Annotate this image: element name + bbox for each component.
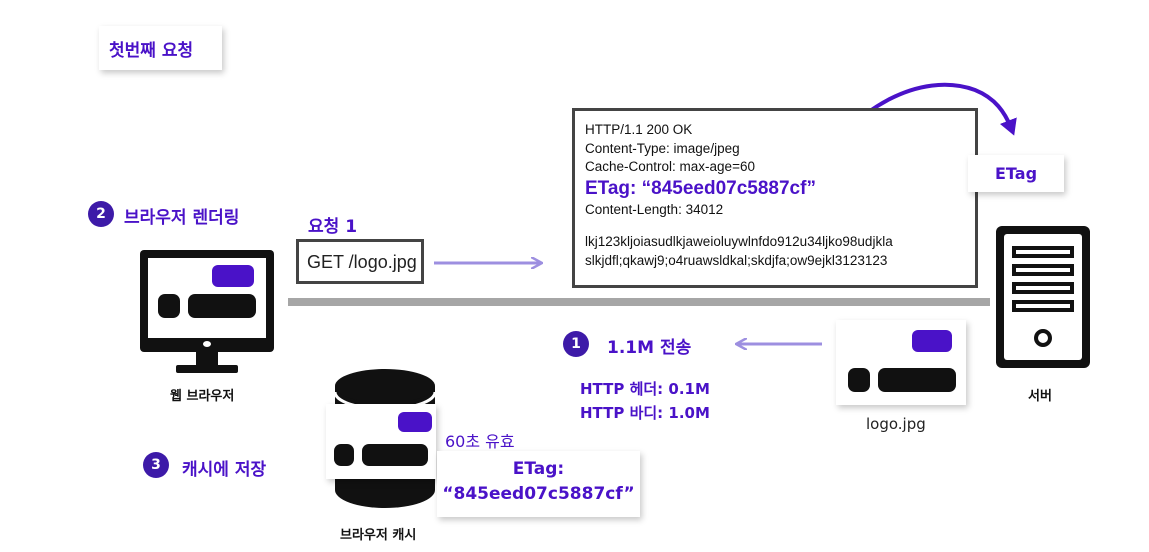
response-content-type: Content-Type: image/jpeg <box>585 140 740 156</box>
server-slot-2 <box>1012 264 1074 276</box>
monitor-stand-neck <box>196 352 218 366</box>
screen-badge-shape <box>212 265 254 287</box>
file-card <box>836 320 966 405</box>
cache-caption: 브라우저 캐시 <box>340 528 417 543</box>
request-line: GET /logo.jpg <box>307 252 417 272</box>
monitor-led <box>203 341 211 347</box>
cache-etag-line-1: ETag: <box>512 459 565 479</box>
monitor-screen <box>148 258 266 338</box>
response-body-line-2: slkjdfl;qkawj9;o4ruawsldkal;skdjfa;ow9ej… <box>585 252 888 268</box>
request-caption: 요청 1 <box>308 217 358 237</box>
cached-bar-shape <box>362 444 428 466</box>
cache-etag-line-2: “845eed07c5887cf” <box>442 484 635 504</box>
server-caption: 서버 <box>1028 389 1052 404</box>
body-size: HTTP 바디: 1.0M <box>580 404 710 422</box>
file-badge-shape <box>912 330 952 352</box>
header-size: HTTP 헤더: 0.1M <box>580 380 710 398</box>
server-etag-card: ETag <box>968 155 1064 192</box>
step-label-cache: 캐시에 저장 <box>182 460 267 480</box>
screen-dot-shape <box>158 294 180 318</box>
response-status: HTTP/1.1 200 OK <box>585 122 693 137</box>
response-content: HTTP/1.1 200 OK Content-Type: image/jpeg… <box>585 121 893 270</box>
file-bar-shape <box>878 368 956 392</box>
server-tower <box>996 226 1090 368</box>
browser-caption: 웹 브라우저 <box>170 389 235 404</box>
response-etag: ETag: “845eed07c5887cf” <box>585 177 816 199</box>
response-box: HTTP/1.1 200 OK Content-Type: image/jpeg… <box>572 108 978 288</box>
server-etag-label: ETag <box>995 164 1038 183</box>
server-face <box>1004 234 1082 360</box>
cached-badge-shape <box>398 412 432 432</box>
response-body-line-1: lkj123kljoiasudlkjaweioluywlnfdo912u34lj… <box>585 234 893 249</box>
step-badge-2: 2 <box>88 201 114 227</box>
network-line <box>288 298 990 306</box>
validity-label: 60초 유효 <box>445 432 515 451</box>
file-caption: logo.jpg <box>866 415 926 433</box>
request-box: GET /logo.jpg <box>296 239 424 284</box>
response-cache-control: Cache-Control: max-age=60 <box>585 159 755 174</box>
screen-bar-shape <box>188 294 256 318</box>
step-label-render: 브라우저 렌더링 <box>124 208 240 228</box>
server-slot-4 <box>1012 300 1074 312</box>
cached-dot-shape <box>334 444 354 466</box>
monitor-icon <box>140 250 274 352</box>
server-slot-3 <box>1012 282 1074 294</box>
title-card: 첫번째 요청 <box>99 26 222 70</box>
server-power-icon <box>1034 329 1052 347</box>
cached-file-card <box>326 404 436 479</box>
step-badge-1: 1 <box>563 331 589 357</box>
file-dot-shape <box>848 368 870 392</box>
step-badge-3: 3 <box>143 452 169 478</box>
response-content-length: Content-Length: 34012 <box>585 201 724 217</box>
cache-etag-card: ETag: “845eed07c5887cf” <box>437 451 640 517</box>
server-slot-1 <box>1012 246 1074 258</box>
page-title: 첫번째 요청 <box>109 41 194 61</box>
monitor-stand-base <box>176 365 238 373</box>
step-label-transfer: 1.1M 전송 <box>607 338 692 358</box>
